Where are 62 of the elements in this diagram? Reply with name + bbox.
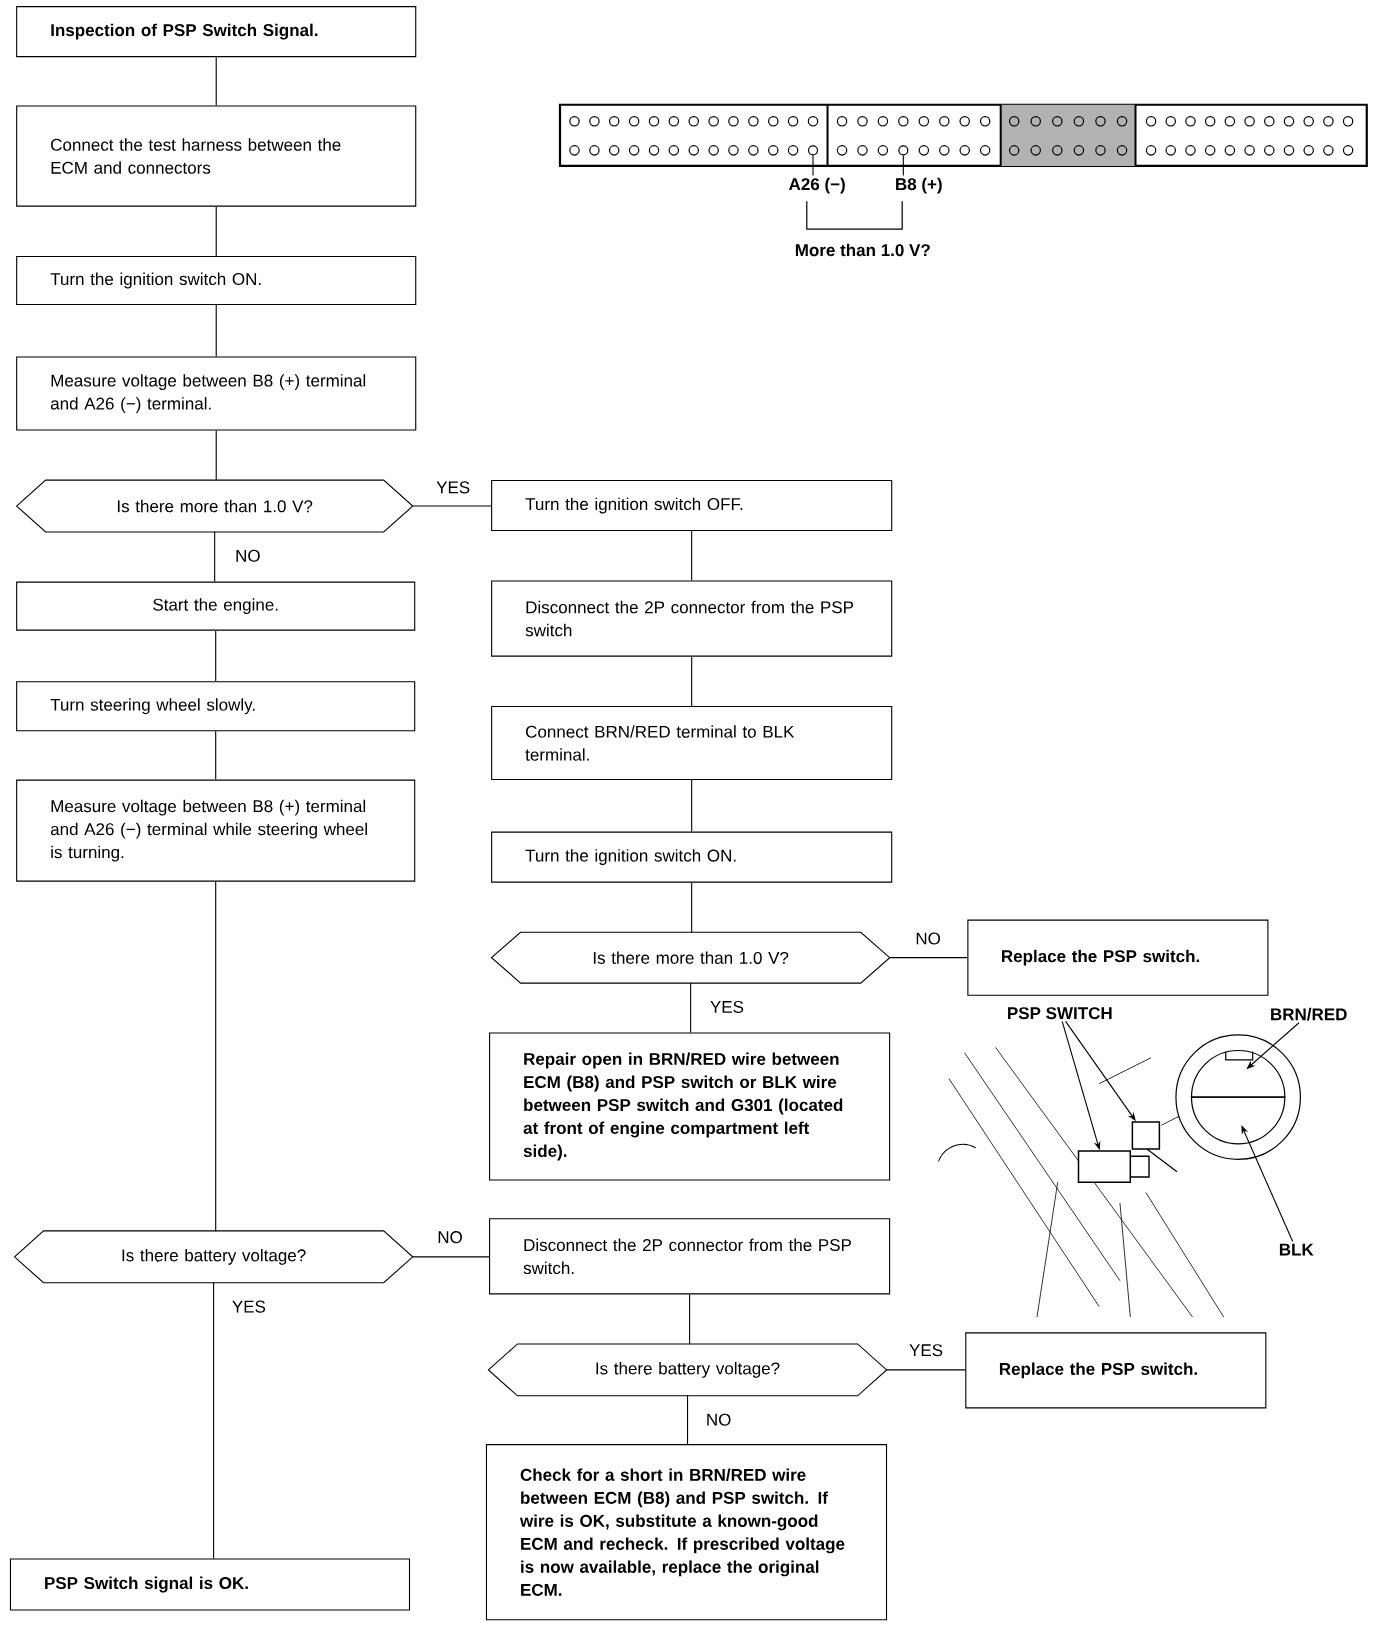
connector-line xyxy=(215,430,217,481)
connector-line xyxy=(215,56,217,107)
leader-line xyxy=(902,154,904,177)
edge-label: YES xyxy=(230,1299,267,1314)
edge-label: NO xyxy=(234,548,262,563)
edge-label: NO xyxy=(704,1412,733,1427)
connector-line xyxy=(215,881,217,1232)
connector-line xyxy=(686,1395,689,1445)
edge-label: YES xyxy=(708,999,745,1014)
edge-label: NO xyxy=(436,1230,464,1245)
terminal-half xyxy=(1190,1049,1286,1098)
measurement-label: More than 1.0 V? xyxy=(795,243,930,257)
process-box: Measure voltage between B8 (+) terminal and A26 (−) terminal. xyxy=(16,356,417,431)
part-label: BRN/RED xyxy=(1271,1007,1347,1021)
process-box: Turn the ignition switch OFF. xyxy=(491,480,893,532)
switch-plug xyxy=(1131,1121,1161,1150)
leader-line xyxy=(1241,1125,1294,1243)
process-box: Replace the PSP switch. xyxy=(967,919,1269,996)
terminal-half xyxy=(1190,1096,1286,1145)
connector-line xyxy=(886,1369,966,1371)
process-box: Turn the ignition switch ON. xyxy=(16,255,417,306)
part-label: PSP SWITCH xyxy=(1008,1007,1112,1020)
connector-line xyxy=(215,206,217,257)
process-box: Turn the ignition switch ON. xyxy=(491,831,893,883)
pin-label: A26 (−) xyxy=(788,177,845,194)
connector-line xyxy=(215,304,217,358)
process-box: Inspection of PSP Switch Signal. xyxy=(16,6,417,58)
process-box: Disconnect the 2P connector from the PSP switch. xyxy=(489,1218,891,1295)
connector-line xyxy=(214,531,216,583)
process-box: Check for a short in BRN/RED wire between ECM (B8) and PSP switch. If wire is OK, substitute a known-good ECM and recheck. If prescribed voltage is now available, replace the original ECM. xyxy=(485,1444,888,1621)
pin-label: B8 (+) xyxy=(896,177,942,194)
connector-line xyxy=(412,1256,490,1258)
connector-pin xyxy=(807,145,819,156)
part-label: BLK xyxy=(1279,1243,1314,1256)
connector-line xyxy=(690,982,692,1033)
process-box: Disconnect the 2P connector from the PSP switch xyxy=(491,580,893,657)
decision-hexagon: Is there battery voltage? xyxy=(13,1230,414,1284)
connector-line xyxy=(689,1293,691,1345)
connector-line xyxy=(691,882,693,933)
process-box: Start the engine. xyxy=(16,581,416,631)
connector-pin xyxy=(898,145,909,156)
process-box: Measure voltage between B8 (+) terminal and A26 (−) terminal while steering wheel is turning. xyxy=(16,779,416,882)
edge-label: YES xyxy=(908,1343,944,1358)
connector-line xyxy=(412,505,492,507)
process-box: Connect BRN/RED terminal to BLK terminal. xyxy=(491,705,893,781)
connector-line xyxy=(215,630,217,682)
edge-label: YES xyxy=(435,480,472,495)
decision-hexagon: Is there more than 1.0 V? xyxy=(490,931,891,984)
connector-line xyxy=(691,779,693,833)
process-box: Repair open in BRN/RED wire between ECM (B8) and PSP switch or BLK wire between PSP switch and G301 (located at front of engine compartment left side). xyxy=(489,1032,891,1181)
leader-line xyxy=(812,154,814,177)
edge-label: NO xyxy=(914,931,942,946)
connector-line xyxy=(213,1282,215,1560)
process-box: Turn steering wheel slowly. xyxy=(16,681,416,732)
process-box: PSP Switch signal is OK. xyxy=(9,1558,411,1611)
connector-line xyxy=(691,656,693,707)
connector-line xyxy=(215,730,217,781)
process-box: Replace the PSP switch. xyxy=(965,1332,1267,1409)
decision-hexagon: Is there battery voltage? xyxy=(487,1343,888,1397)
connector-line xyxy=(691,530,693,582)
connector-line xyxy=(889,957,968,959)
process-box: Connect the test harness between the ECM and connectors xyxy=(16,105,417,207)
